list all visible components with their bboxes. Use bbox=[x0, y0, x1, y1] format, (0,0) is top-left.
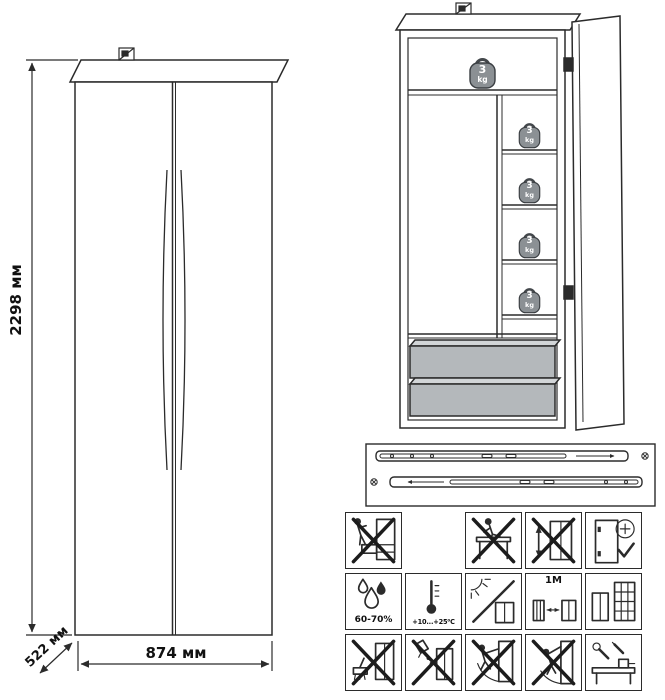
pictogram-no-liquids bbox=[405, 634, 462, 691]
wall-bracket-icon bbox=[118, 47, 135, 61]
wardrobe-front-view bbox=[68, 47, 290, 636]
weight-unit: kg bbox=[525, 191, 534, 199]
shelf-load-weight-icon: 3 kg bbox=[516, 171, 543, 205]
no-tilting-icon bbox=[531, 517, 576, 564]
kettlebell-icon bbox=[518, 233, 541, 259]
one-meter-distance-icon bbox=[532, 599, 577, 622]
check-fittings-icon bbox=[594, 519, 635, 564]
temperature-range-label: +10...+25⁰C bbox=[412, 618, 455, 627]
pictogram-temperature-range: +10...+25⁰C bbox=[405, 573, 462, 630]
no-swinging-on-door-icon bbox=[471, 639, 516, 686]
pictogram-away-from-radiators bbox=[585, 573, 642, 630]
sun-rays-icon bbox=[470, 578, 515, 624]
pictogram-distance-from-heat: 1M bbox=[525, 573, 582, 630]
kettlebell-icon bbox=[518, 123, 541, 149]
pictogram-no-sitting-on-top bbox=[465, 512, 522, 569]
hinge-bottom-icon bbox=[563, 285, 574, 300]
door-handle-right bbox=[180, 169, 186, 471]
drawer-slide-diagram bbox=[365, 443, 656, 507]
assembly-tools-icon bbox=[591, 641, 636, 685]
height-dimension-label: 2298 мм bbox=[7, 264, 25, 336]
shelf-load-weight-icon: 3 kg bbox=[466, 50, 499, 90]
pictogram-no-standing-on-drawers bbox=[345, 512, 402, 569]
weight-value: 3 bbox=[526, 291, 533, 301]
weight-unit: kg bbox=[525, 301, 534, 309]
weight-unit: kg bbox=[525, 136, 534, 144]
weight-value: 3 bbox=[526, 126, 533, 136]
pictogram-assembly-tools bbox=[585, 634, 642, 691]
dimension-lines bbox=[26, 59, 273, 674]
wall-bracket-icon bbox=[455, 2, 472, 15]
pictogram-check-fittings bbox=[585, 512, 642, 569]
distance-label: 1M bbox=[545, 575, 562, 586]
kettlebell-icon bbox=[469, 58, 496, 89]
shelf-load-weight-icon: 3 kg bbox=[516, 226, 543, 260]
kettlebell-icon bbox=[518, 178, 541, 204]
no-liquids-icon bbox=[411, 639, 456, 686]
shelf-load-weight-icon: 3 kg bbox=[516, 116, 543, 150]
no-wet-cleaning-icon bbox=[351, 639, 396, 686]
no-standing-on-drawers-icon bbox=[351, 517, 396, 564]
pictogram-humidity-range: 60-70% bbox=[345, 573, 402, 630]
hinge-top-icon bbox=[563, 57, 574, 72]
drawer-upper bbox=[408, 339, 562, 379]
shelf-load-weight-icon: 3 kg bbox=[516, 281, 543, 315]
door-handle-left bbox=[162, 169, 168, 471]
thermometer-icon bbox=[426, 580, 440, 614]
humidity-range-label: 60-70% bbox=[354, 615, 393, 625]
no-sitting-on-top-icon bbox=[471, 517, 516, 564]
drawer-lower bbox=[408, 377, 562, 417]
radiator-grid-icon bbox=[591, 581, 636, 622]
weight-value: 3 bbox=[526, 181, 533, 191]
weight-value: 3 bbox=[478, 63, 487, 76]
open-door bbox=[563, 15, 625, 431]
width-dimension-label: 874 мм bbox=[145, 644, 207, 662]
humidity-droplets-icon bbox=[357, 578, 386, 609]
weight-unit: kg bbox=[477, 75, 488, 84]
pictogram-avoid-sunlight bbox=[465, 573, 522, 630]
no-hanging-on-door-icon bbox=[531, 639, 576, 686]
weight-unit: kg bbox=[525, 246, 534, 254]
pictogram-no-swinging-on-door bbox=[465, 634, 522, 691]
depth-dimension-arrow bbox=[39, 642, 73, 674]
wardrobe-open-view bbox=[394, 2, 625, 431]
pictogram-no-tilting bbox=[525, 512, 582, 569]
pictogram-no-wet-cleaning bbox=[345, 634, 402, 691]
weight-value: 3 bbox=[526, 236, 533, 246]
kettlebell-icon bbox=[518, 288, 541, 314]
pictogram-no-hanging-on-door bbox=[525, 634, 582, 691]
